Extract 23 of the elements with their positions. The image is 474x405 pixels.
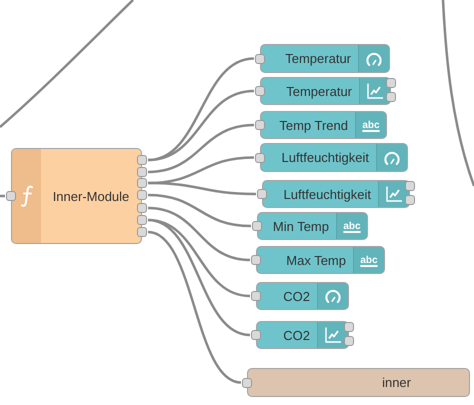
wire xyxy=(148,218,250,336)
wire xyxy=(148,90,254,162)
wire xyxy=(0,194,5,198)
node-label: Temperatur xyxy=(285,51,351,66)
node-label: CO2 xyxy=(283,288,310,304)
node-label: inner xyxy=(382,375,411,390)
wire xyxy=(148,124,254,174)
wire xyxy=(148,206,250,262)
icon-label: abc xyxy=(343,220,361,232)
node-label: Max Temp xyxy=(286,252,346,268)
wire xyxy=(148,182,256,196)
node-label: Min Temp xyxy=(272,218,329,234)
icon-label: abc xyxy=(360,254,378,266)
node-label: Inner-Module xyxy=(52,188,130,204)
node-label: Temperatur xyxy=(286,84,352,98)
node-label: CO2 xyxy=(283,328,310,342)
node-label: Luftfeuchtigkeit xyxy=(284,186,371,202)
wire xyxy=(148,230,242,384)
icon-label: abc xyxy=(362,120,380,130)
node-label: Temp Trend xyxy=(279,118,348,132)
wire xyxy=(148,194,252,228)
wire xyxy=(148,156,254,184)
node-label: Luftfeuchtigkeit xyxy=(282,150,369,165)
